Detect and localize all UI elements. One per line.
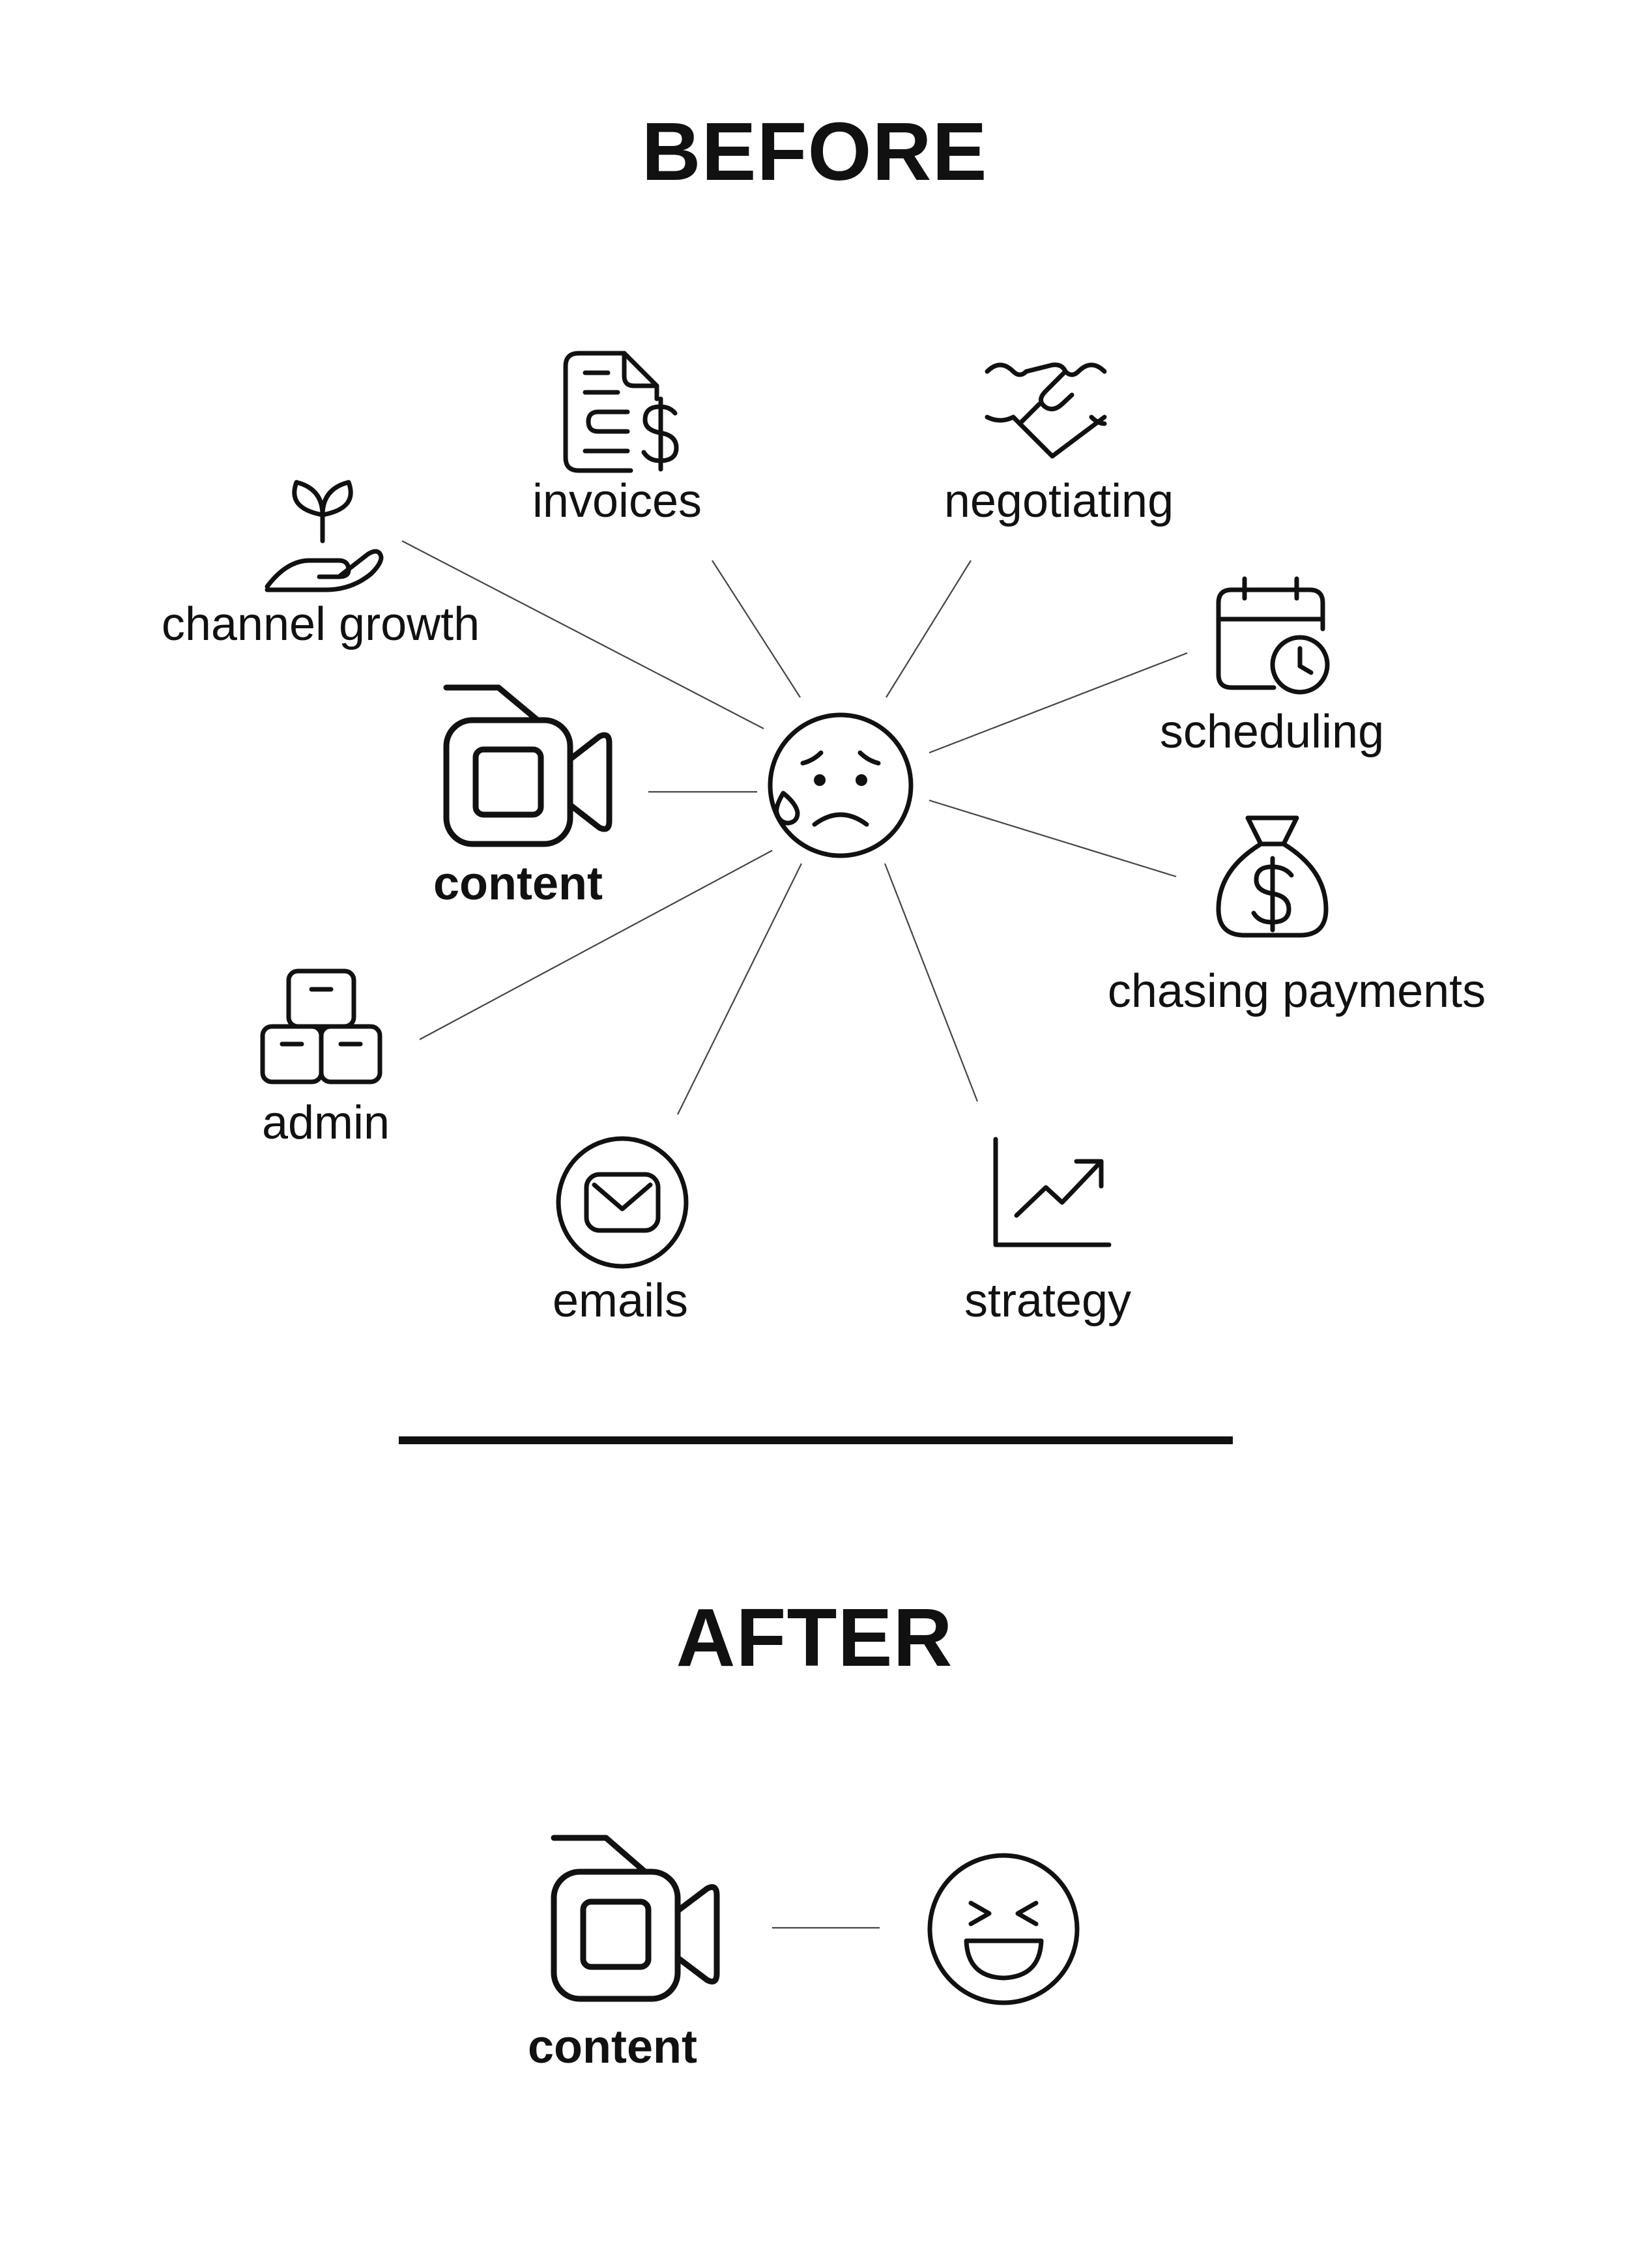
invoice-document-dollar-icon <box>559 347 683 477</box>
label-content: content <box>433 858 603 910</box>
stacked-boxes-icon <box>259 965 383 1085</box>
calendar-clock-icon <box>1212 574 1333 695</box>
label-strategy: strategy <box>964 1275 1132 1327</box>
spoke-negotiating <box>886 560 972 698</box>
label-chasing-payments: chasing payments <box>1107 965 1486 1017</box>
label-channel-growth: channel growth <box>161 598 480 650</box>
label-negotiating: negotiating <box>944 475 1174 527</box>
video-camera-icon <box>440 681 616 850</box>
envelope-circle-icon <box>554 1134 691 1271</box>
spoke-strategy <box>884 863 979 1102</box>
spoke-chasing-payments <box>929 799 1177 878</box>
spoke-invoices <box>712 560 801 698</box>
laughing-face-icon <box>924 1850 1084 2009</box>
handshake-icon <box>981 352 1111 463</box>
hand-sprout-icon <box>261 469 384 593</box>
before-heading: BEFORE <box>641 106 988 197</box>
spoke-channel-growth <box>401 540 764 729</box>
spoke-scheduling <box>929 652 1188 754</box>
spoke-admin <box>419 850 773 1040</box>
spoke-emails <box>677 863 802 1115</box>
label-scheduling: scheduling <box>1159 706 1385 758</box>
label-admin: admin <box>261 1097 390 1149</box>
video-camera-icon <box>547 1831 723 2004</box>
anxious-sweat-face-icon <box>762 707 919 864</box>
label-emails: emails <box>552 1275 689 1327</box>
label-invoices: invoices <box>532 475 702 527</box>
money-bag-icon <box>1212 811 1333 942</box>
after-heading: AFTER <box>676 1592 953 1683</box>
trend-chart-icon <box>990 1134 1114 1251</box>
label-after-content: content <box>528 2021 697 2073</box>
